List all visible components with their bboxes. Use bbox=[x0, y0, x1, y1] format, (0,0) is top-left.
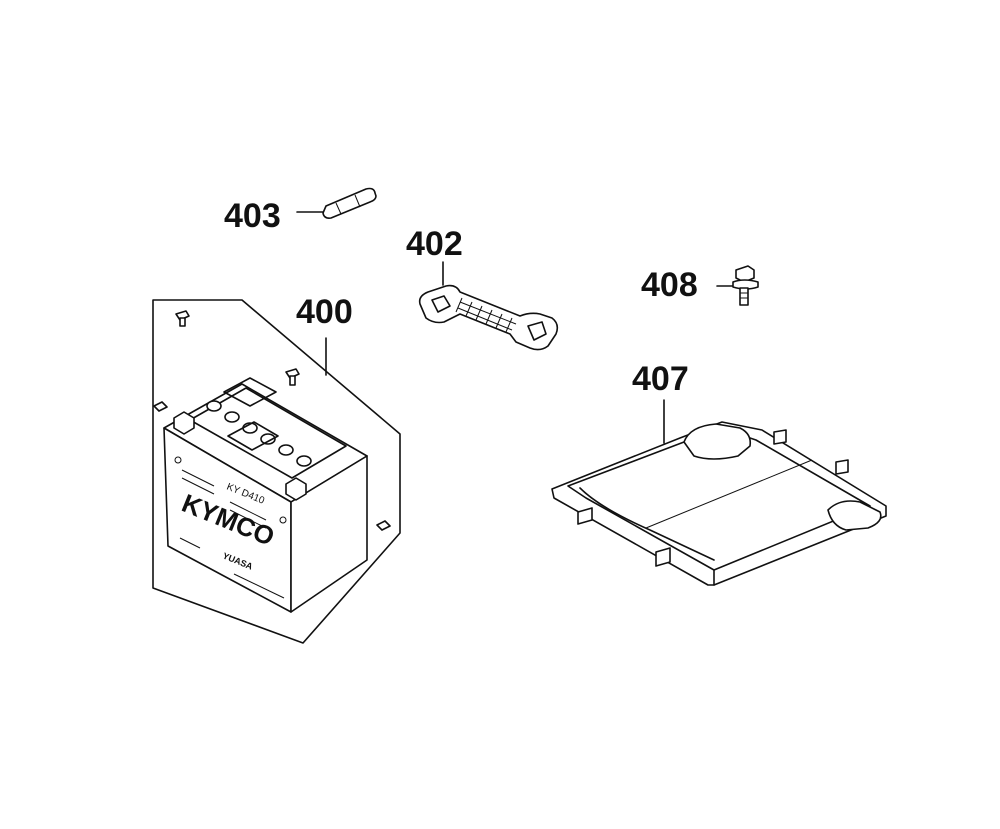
part-403-fuse bbox=[296, 187, 377, 219]
assembly-outline bbox=[152, 299, 401, 644]
callout-402: 402 bbox=[406, 225, 463, 263]
callout-403: 403 bbox=[224, 197, 281, 235]
part-402-strap bbox=[418, 261, 559, 351]
part-408-bolt bbox=[716, 265, 759, 306]
part-407-cover bbox=[551, 399, 887, 586]
callout-408: 408 bbox=[641, 266, 698, 304]
part-400-battery-assembly: KY D410 KYMCO YUASA bbox=[152, 299, 401, 644]
callout-407: 407 bbox=[632, 360, 689, 398]
callout-400: 400 bbox=[296, 293, 353, 331]
